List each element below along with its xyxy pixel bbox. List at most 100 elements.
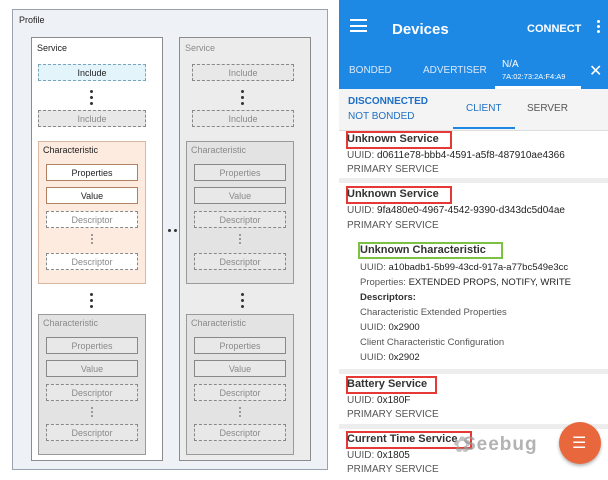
vertical-ellipsis: [239, 234, 243, 246]
characteristic-label: Characteristic: [191, 145, 247, 155]
properties-label: Properties:: [360, 277, 406, 288]
gatt-profile-diagram: Profile Service Include Include Characte…: [12, 9, 328, 470]
descriptor-box: Descriptor: [46, 384, 138, 401]
service-type: PRIMARY SERVICE: [347, 409, 439, 420]
service-uuid: 0x180F: [377, 395, 411, 406]
include-box: Include: [192, 110, 294, 127]
characteristic-label: Characteristic: [191, 318, 247, 328]
vertical-ellipsis: [241, 90, 245, 108]
tab-bonded[interactable]: BONDED: [349, 65, 392, 76]
include-box: Include: [38, 110, 146, 127]
properties-box: Properties: [194, 164, 286, 181]
descriptor-name[interactable]: Client Characteristic Configuration: [360, 337, 505, 348]
service-item[interactable]: Unknown Service UUID: 9fa480e0-4967-4542…: [339, 183, 608, 369]
floating-action-button[interactable]: ☰: [559, 422, 601, 464]
service-uuid: 9fa480e0-4967-4542-9390-d343dc5d04ae: [377, 205, 565, 216]
tab-advertiser[interactable]: ADVERTISER: [423, 65, 487, 76]
characteristic-box: Characteristic Properties Value Descript…: [186, 141, 294, 284]
vertical-ellipsis: [91, 407, 95, 419]
service-list: Unknown Service UUID: d0611e78-bbb4-4591…: [339, 131, 608, 480]
highlight-box: [346, 186, 452, 204]
overflow-menu-icon[interactable]: [597, 20, 600, 35]
uuid-label: UUID:: [347, 450, 375, 461]
characteristic-label: Characteristic: [43, 318, 99, 328]
properties-box: Properties: [46, 164, 138, 181]
descriptor-box: Descriptor: [46, 424, 138, 441]
device-tabs: BONDED ADVERTISER N/A 7A:02:73:2A:F4:A9 …: [339, 55, 608, 89]
characteristic-box: Characteristic Properties Value Descript…: [186, 314, 294, 455]
watermark: Seebug: [463, 434, 538, 455]
service-name: Unknown Service: [347, 133, 439, 145]
vertical-ellipsis: [241, 293, 245, 311]
descriptor-box: Descriptor: [194, 253, 286, 270]
highlight-box: [346, 131, 452, 149]
hamburger-menu-icon[interactable]: [350, 19, 367, 32]
descriptor-box: Descriptor: [194, 384, 286, 401]
descriptor-box: Descriptor: [194, 211, 286, 228]
service-uuid: 0x1805: [377, 450, 410, 461]
service-item[interactable]: Unknown Service UUID: d0611e78-bbb4-4591…: [339, 131, 608, 178]
service-name: Unknown Service: [347, 188, 439, 200]
value-box: Value: [46, 187, 138, 204]
properties-box: Properties: [46, 337, 138, 354]
service-name: Battery Service: [347, 378, 428, 390]
app-bar: Devices CONNECT: [339, 0, 608, 55]
vertical-ellipsis: [90, 90, 94, 108]
service-type: PRIMARY SERVICE: [347, 164, 439, 175]
service-box-active: Service Include Include Characteristic P…: [31, 37, 163, 461]
uuid-label: UUID:: [360, 352, 386, 363]
tab-device[interactable]: N/A 7A:02:73:2A:F4:A9: [502, 59, 565, 81]
descriptors-label: Descriptors:: [360, 292, 416, 303]
close-icon[interactable]: ✕: [589, 63, 603, 80]
vertical-ellipsis: [239, 407, 243, 419]
include-box: Include: [192, 64, 294, 81]
descriptor-box: Descriptor: [46, 211, 138, 228]
characteristic-label: Characteristic: [43, 145, 99, 155]
descriptor-name[interactable]: Characteristic Extended Properties: [360, 307, 507, 318]
seebug-logo-icon: ✿: [453, 432, 472, 457]
connect-button[interactable]: CONNECT: [527, 23, 582, 35]
characteristic-uuid: a10badb1-5b99-43cd-917a-a77bc549e3cc: [388, 262, 569, 273]
descriptor-box: Descriptor: [194, 424, 286, 441]
descriptor-box: Descriptor: [46, 253, 138, 270]
tab-server[interactable]: SERVER: [527, 103, 568, 114]
value-box: Value: [194, 187, 286, 204]
include-box: Include: [38, 64, 146, 81]
vertical-ellipsis: [90, 293, 94, 311]
tab-client[interactable]: CLIENT: [466, 103, 502, 114]
service-type: PRIMARY SERVICE: [347, 220, 439, 231]
uuid-label: UUID:: [347, 395, 375, 406]
characteristic-properties: EXTENDED PROPS, NOTIFY, WRITE: [408, 277, 571, 288]
uuid-label: UUID:: [360, 322, 386, 333]
profile-label: Profile: [19, 15, 45, 25]
properties-box: Properties: [194, 337, 286, 354]
tab-device-name: N/A: [502, 59, 519, 70]
value-box: Value: [46, 360, 138, 377]
service-label: Service: [37, 43, 68, 53]
characteristic-name[interactable]: Unknown Characteristic: [360, 244, 486, 256]
service-name: Current Time Service: [347, 433, 458, 445]
highlight-box: [346, 431, 472, 449]
service-item[interactable]: Battery Service UUID: 0x180F PRIMARY SER…: [339, 374, 608, 424]
connection-state: DISCONNECTED: [348, 96, 429, 107]
log-icon: ☰: [572, 435, 587, 452]
descriptor-uuid: 0x2900: [388, 322, 420, 333]
characteristic-box: Characteristic Properties Value Descript…: [38, 314, 146, 455]
service-uuid: d0611e78-bbb4-4591-a5f8-487910ae4366: [377, 150, 565, 161]
value-box: Value: [194, 360, 286, 377]
characteristic-box-active: Characteristic Properties Value Descript…: [38, 141, 146, 284]
connection-status-bar: DISCONNECTED NOT BONDED CLIENT SERVER: [339, 89, 608, 131]
vertical-ellipsis: [91, 234, 95, 246]
highlight-box: [358, 242, 503, 259]
service-box: Service Include Include Characteristic P…: [179, 37, 311, 461]
app-title: Devices: [392, 21, 449, 38]
active-subtab-indicator: [453, 127, 515, 129]
service-type: PRIMARY SERVICE: [347, 464, 439, 475]
uuid-label: UUID:: [347, 205, 375, 216]
highlight-box: [346, 376, 437, 394]
descriptor-uuid: 0x2902: [388, 352, 420, 363]
nrf-connect-app: Devices CONNECT BONDED ADVERTISER N/A 7A…: [339, 0, 608, 480]
tab-device-address: 7A:02:73:2A:F4:A9: [502, 72, 566, 81]
service-label: Service: [185, 43, 216, 53]
uuid-label: UUID:: [360, 262, 386, 273]
